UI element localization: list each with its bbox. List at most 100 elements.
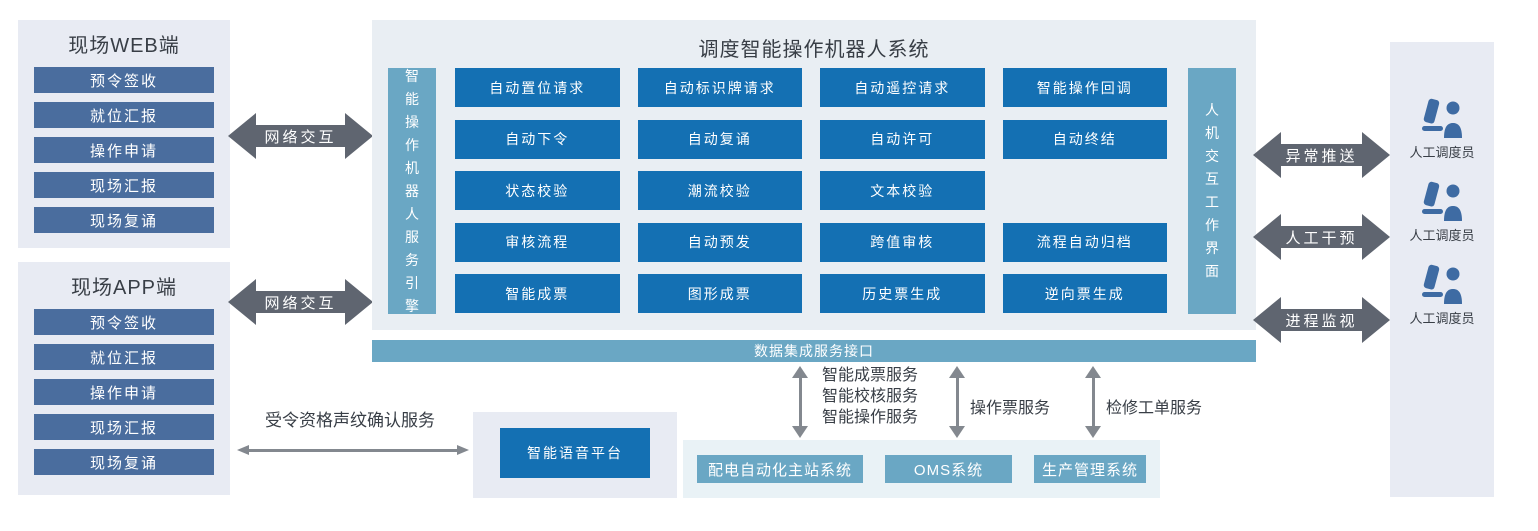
fn-smart-ticket: 智能成票 [455,274,620,313]
dispatcher-at-desk-icon [1421,98,1462,138]
web-item-operation-request: 操作申请 [34,137,214,163]
fn-review-flow: 审核流程 [455,222,620,262]
fn-auto-archive: 流程自动归档 [1002,222,1167,262]
manual-intervention-arrow: 人工干预 [1253,214,1390,260]
web-item-in-place-report: 就位汇报 [34,102,214,128]
arrow-right-head-icon [1362,297,1390,343]
app-item-in-place-report: 就位汇报 [34,344,214,370]
arrow-down-head-icon [1085,426,1101,438]
robot-system-box: 调度智能操作机器人系统 智能操作机器人服务引擎 自动置位请求 自动标识牌请求 自… [372,20,1256,330]
web-item-site-report: 现场汇报 [34,172,214,198]
fn-auto-finish: 自动终结 [1002,119,1167,159]
dispatcher-label: 人工调度员 [1409,228,1475,243]
dispatcher-entry: 人工调度员 [1409,264,1475,327]
voiceprint-service-label: 受令资格声纹确认服务 [265,411,435,430]
arrow-right-head-icon [457,445,469,455]
app-item-site-repeat: 现场复诵 [34,449,214,475]
arrow-left-head-icon [1253,297,1281,343]
service-smart-check-label: 智能校核服务 [822,388,919,405]
arrow-right-head-icon [1362,132,1390,178]
arrow-line [798,378,802,426]
service-group-labels: 智能成票服务 智能校核服务 智能操作服务 [822,365,918,428]
system-production-management: 生产管理系统 [1034,455,1146,483]
dispatcher-at-desk-icon [1421,181,1462,221]
manual-intervention-label: 人工干预 [1281,226,1362,248]
arrow-right-head-icon [345,279,373,325]
field-web-panel-title: 现场WEB端 [68,35,180,57]
system-oms: OMS系统 [885,455,1012,483]
system-distribution-automation: 配电自动化主站系统 [697,455,863,483]
field-app-panel: 现场APP端 预令签收 就位汇报 操作申请 现场汇报 现场复诵 [18,262,230,495]
arrow-left-head-icon [228,113,256,159]
fn-auto-repeat: 自动复诵 [637,119,802,159]
external-systems-box: 配电自动化主站系统 OMS系统 生产管理系统 [683,440,1160,498]
arrow-up-head-icon [949,366,965,378]
integration-arrow-dms [792,366,808,438]
fn-auto-tag-request: 自动标识牌请求 [637,68,802,107]
exception-push-arrow: 异常推送 [1253,132,1390,178]
field-app-panel-title: 现场APP端 [70,277,178,299]
arrow-left-head-icon [228,279,256,325]
repair-workorder-service-label: 检修工单服务 [1106,400,1203,417]
network-arrow-web-label: 网络交互 [256,125,345,147]
service-engine-bar: 智能操作机器人服务引擎 [388,68,436,314]
fn-auto-preissue: 自动预发 [637,222,802,262]
fn-smart-operation-callback: 智能操作回调 [1002,68,1167,107]
fn-power-flow-check: 潮流校验 [637,171,802,210]
process-monitor-arrow: 进程监视 [1253,297,1390,343]
data-integration-bar: 数据集成服务接口 [372,340,1256,362]
field-web-panel: 现场WEB端 预令签收 就位汇报 操作申请 现场汇报 现场复诵 [18,20,230,248]
network-arrow-app-label: 网络交互 [256,291,345,313]
app-item-operation-request: 操作申请 [34,379,214,405]
app-item-pre-order-sign: 预令签收 [34,309,214,335]
fn-cross-shift-review: 跨值审核 [820,222,985,262]
fn-auto-set-request: 自动置位请求 [455,68,620,107]
dispatcher-panel: 人工调度员 人工调度员 人工调度 [1390,42,1494,497]
exception-push-label: 异常推送 [1281,144,1362,166]
arrow-right-head-icon [1362,214,1390,260]
hmi-workbench-bar: 人机交互工作界面 [1188,68,1236,314]
voice-platform-panel: 智能语音平台 [473,412,677,498]
fn-status-check: 状态校验 [455,171,620,210]
service-smart-ticket-label: 智能成票服务 [822,367,919,384]
fn-text-check: 文本校验 [820,171,985,210]
integration-arrow-oms [949,366,965,438]
arrow-left-head-icon [1253,132,1281,178]
hmi-workbench-bar-label: 人机交互工作界面 [1205,102,1219,279]
arrow-left-head-icon [1253,214,1281,260]
process-monitor-label: 进程监视 [1281,309,1362,331]
arrow-up-head-icon [792,366,808,378]
app-item-site-report: 现场汇报 [34,414,214,440]
fn-reverse-ticket: 逆向票生成 [1002,274,1167,313]
dispatcher-label: 人工调度员 [1409,311,1475,326]
service-smart-operation-label: 智能操作服务 [822,409,919,426]
arrow-line [955,378,959,426]
dispatcher-label: 人工调度员 [1409,145,1475,160]
service-engine-bar-label: 智能操作机器人服务引擎 [405,67,419,314]
arrow-line [249,448,457,452]
arrow-down-head-icon [949,426,965,438]
voiceprint-service-arrow [237,444,469,456]
arrow-line [1091,378,1095,426]
fn-graphic-ticket: 图形成票 [637,274,802,313]
dispatcher-at-desk-icon [1421,264,1462,304]
arrow-up-head-icon [1085,366,1101,378]
web-item-site-repeat: 现场复诵 [34,207,214,233]
arrow-left-head-icon [237,445,249,455]
operation-ticket-service-label: 操作票服务 [970,400,1051,417]
fn-history-ticket: 历史票生成 [820,274,985,313]
web-item-pre-order-sign: 预令签收 [34,67,214,93]
arrow-right-head-icon [345,113,373,159]
voice-platform-box: 智能语音平台 [500,428,650,478]
network-arrow-web: 网络交互 [228,113,373,159]
dispatcher-entry: 人工调度员 [1409,98,1475,161]
integration-arrow-pms [1085,366,1101,438]
arrow-down-head-icon [792,426,808,438]
fn-auto-command: 自动下令 [455,119,620,159]
robot-system-title: 调度智能操作机器人系统 [698,39,930,61]
fn-auto-permit: 自动许可 [820,119,985,159]
function-grid: 自动置位请求 自动标识牌请求 自动遥控请求 智能操作回调 自动下令 自动复诵 自… [455,68,1167,313]
network-arrow-app: 网络交互 [228,279,373,325]
dispatcher-entry: 人工调度员 [1409,181,1475,244]
